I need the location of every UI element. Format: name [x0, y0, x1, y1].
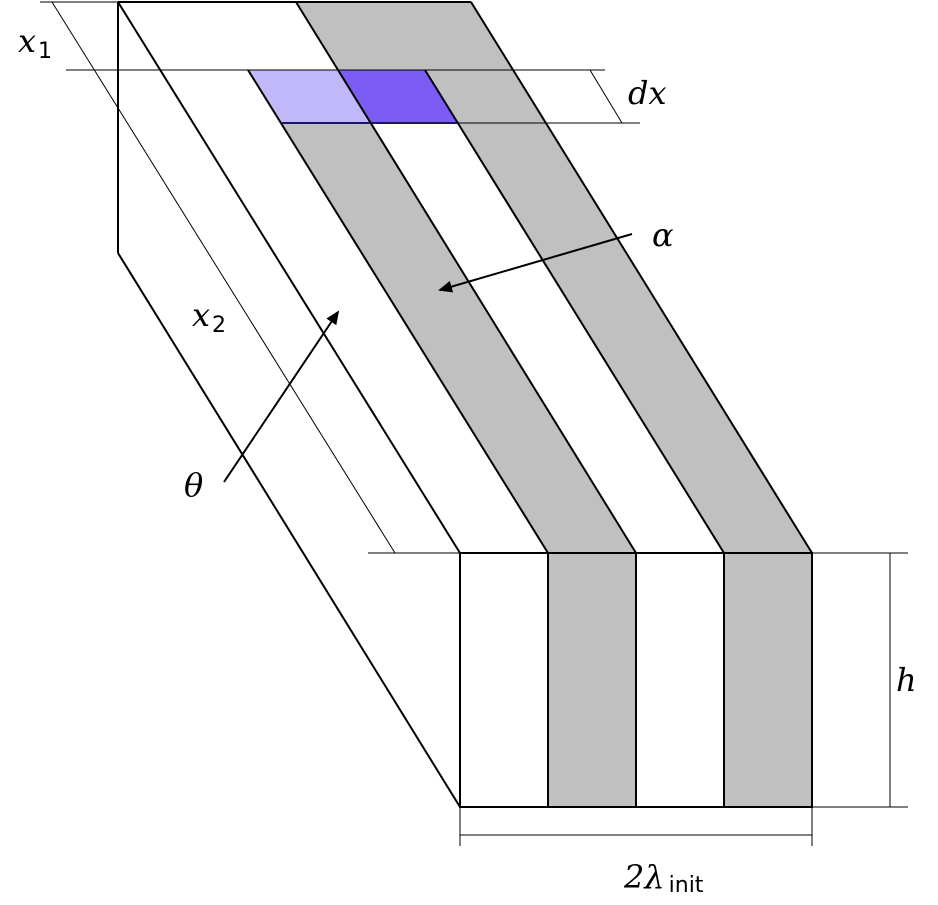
- label-x2: x2: [192, 296, 226, 338]
- slab-outline: [117, 1, 813, 808]
- stripe-gray-front-2: [724, 553, 812, 807]
- stripe-gray-front-1: [548, 553, 636, 807]
- stripe-gray-top-1: [282, 123, 636, 553]
- theta-arrow: [223, 310, 340, 483]
- alpha-arrow: [438, 233, 633, 293]
- label-x1: x1: [18, 22, 52, 64]
- dimension-lines: [40, 1, 908, 846]
- dx-cell-light: [248, 70, 371, 123]
- label-theta: θ: [184, 466, 203, 504]
- stripe-boundaries: [117, 1, 813, 554]
- label-h: h: [896, 661, 917, 699]
- label-dx: dx: [628, 74, 667, 112]
- label-alpha: α: [652, 216, 674, 254]
- dx-cell-dark: [338, 70, 457, 123]
